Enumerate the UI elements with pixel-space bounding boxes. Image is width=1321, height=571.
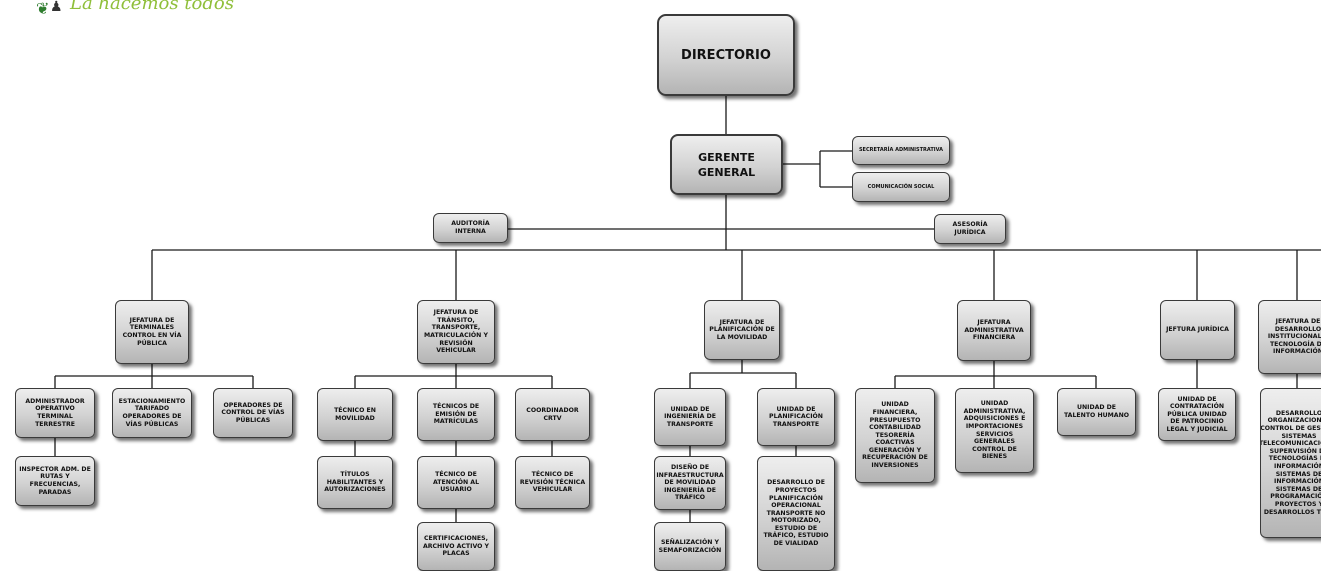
node-operadores-control: OPERADORES DE CONTROL DE VÍAS PÚBLICAS — [213, 388, 293, 438]
node-tecnico-revision: TÉCNICO DE REVISIÓN TÉCNICA VEHICULAR — [515, 456, 590, 509]
node-directorio: DIRECTORIO — [657, 14, 795, 96]
node-senalizacion: SEÑALIZACIÓN Y SEMAFORIZACIÓN — [654, 522, 726, 571]
node-tecnico-atencion: TÉCNICO DE ATENCIÓN AL USUARIO — [417, 456, 495, 509]
node-titulos-habilitantes: TÍTULOS HABILITANTES Y AUTORIZACIONES — [317, 456, 393, 509]
node-jefatura-planificacion: JEFATURA DE PLANIFICACIÓN DE LA MOVILIDA… — [704, 300, 780, 360]
node-jefatura-desarrollo: JEFATURA DE DESARROLLO INSTITUCIONAL Y T… — [1258, 300, 1321, 374]
logo: ❦ ♟ La hacemos todos — [36, 0, 266, 19]
node-tecnicos-emision: TÉCNICOS DE EMISIÓN DE MATRÍCULAS — [417, 388, 495, 441]
node-jefatura-juridica: JEFTURA JURÍDICA — [1160, 300, 1235, 360]
logo-slogan: La hacemos todos — [70, 0, 234, 14]
person-icon: ♟ — [50, 0, 63, 15]
node-talento-humano: UNIDAD DE TALENTO HUMANO — [1057, 388, 1136, 436]
node-diseno-infraestructura: DISEÑO DE INFRAESTRUCTURA DE MOVILIDAD I… — [654, 456, 726, 510]
node-coordinador-crtv: COORDINADOR CRTV — [515, 388, 590, 441]
node-gerente-general: GERENTE GENERAL — [670, 134, 783, 195]
node-estacionamiento: ESTACIONAMIENTO TARIFADO OPERADORES DE V… — [112, 388, 192, 438]
leaf-icon: ❦ — [36, 0, 50, 18]
node-unidad-financiera: UNIDAD FINANCIERA, PRESUPUESTO CONTABILI… — [855, 388, 935, 483]
node-tecnico-movilidad: TÉCNICO EN MOVILIDAD — [317, 388, 393, 441]
node-unidad-planificacion: UNIDAD DE PLANIFICACIÓN TRANSPORTE — [757, 388, 835, 446]
node-unidad-ingenieria: UNIDAD DE INGENIERÍA DE TRANSPORTE — [654, 388, 726, 446]
node-desarrollo-organizacional: DESARROLLO ORGANIZACIONAL CONTROL DE GES… — [1260, 388, 1321, 538]
node-asesoria: ASESORÍA JURÍDICA — [934, 214, 1006, 244]
node-jefatura-transito: JEFATURA DE TRÁNSITO, TRANSPORTE, MATRIC… — [417, 300, 495, 364]
node-comunicacion: COMUNICACIÓN SOCIAL — [852, 172, 950, 202]
node-certificaciones: CERTIFICACIONES, ARCHIVO ACTIVO Y PLACAS — [417, 522, 495, 571]
node-jefatura-terminales: JEFATURA DE TERMINALES CONTROL EN VÍA PÚ… — [115, 300, 189, 364]
node-unidad-administrativa: UNIDAD ADMINISTRATIVA, ADQUISICIONES E I… — [955, 388, 1034, 473]
node-administrador-operativo: ADMINISTRADOR OPERATIVO TERMINAL TERREST… — [15, 388, 95, 438]
node-secretaria: SECRETARÍA ADMINISTRATIVA — [852, 136, 950, 165]
node-contratacion-publica: UNIDAD DE CONTRATACIÓN PÚBLICA UNIDAD DE… — [1158, 388, 1236, 441]
node-jefatura-administrativa: JEFATURA ADMINISTRATIVA FINANCIERA — [957, 300, 1031, 361]
node-desarrollo-proyectos: DESARROLLO DE PROYECTOS PLANIFICACIÓN OP… — [757, 456, 835, 571]
node-inspector-rutas: INSPECTOR ADM. DE RUTAS Y FRECUENCIAS, P… — [15, 456, 95, 506]
node-auditoria: AUDITORÍA INTERNA — [433, 213, 508, 243]
